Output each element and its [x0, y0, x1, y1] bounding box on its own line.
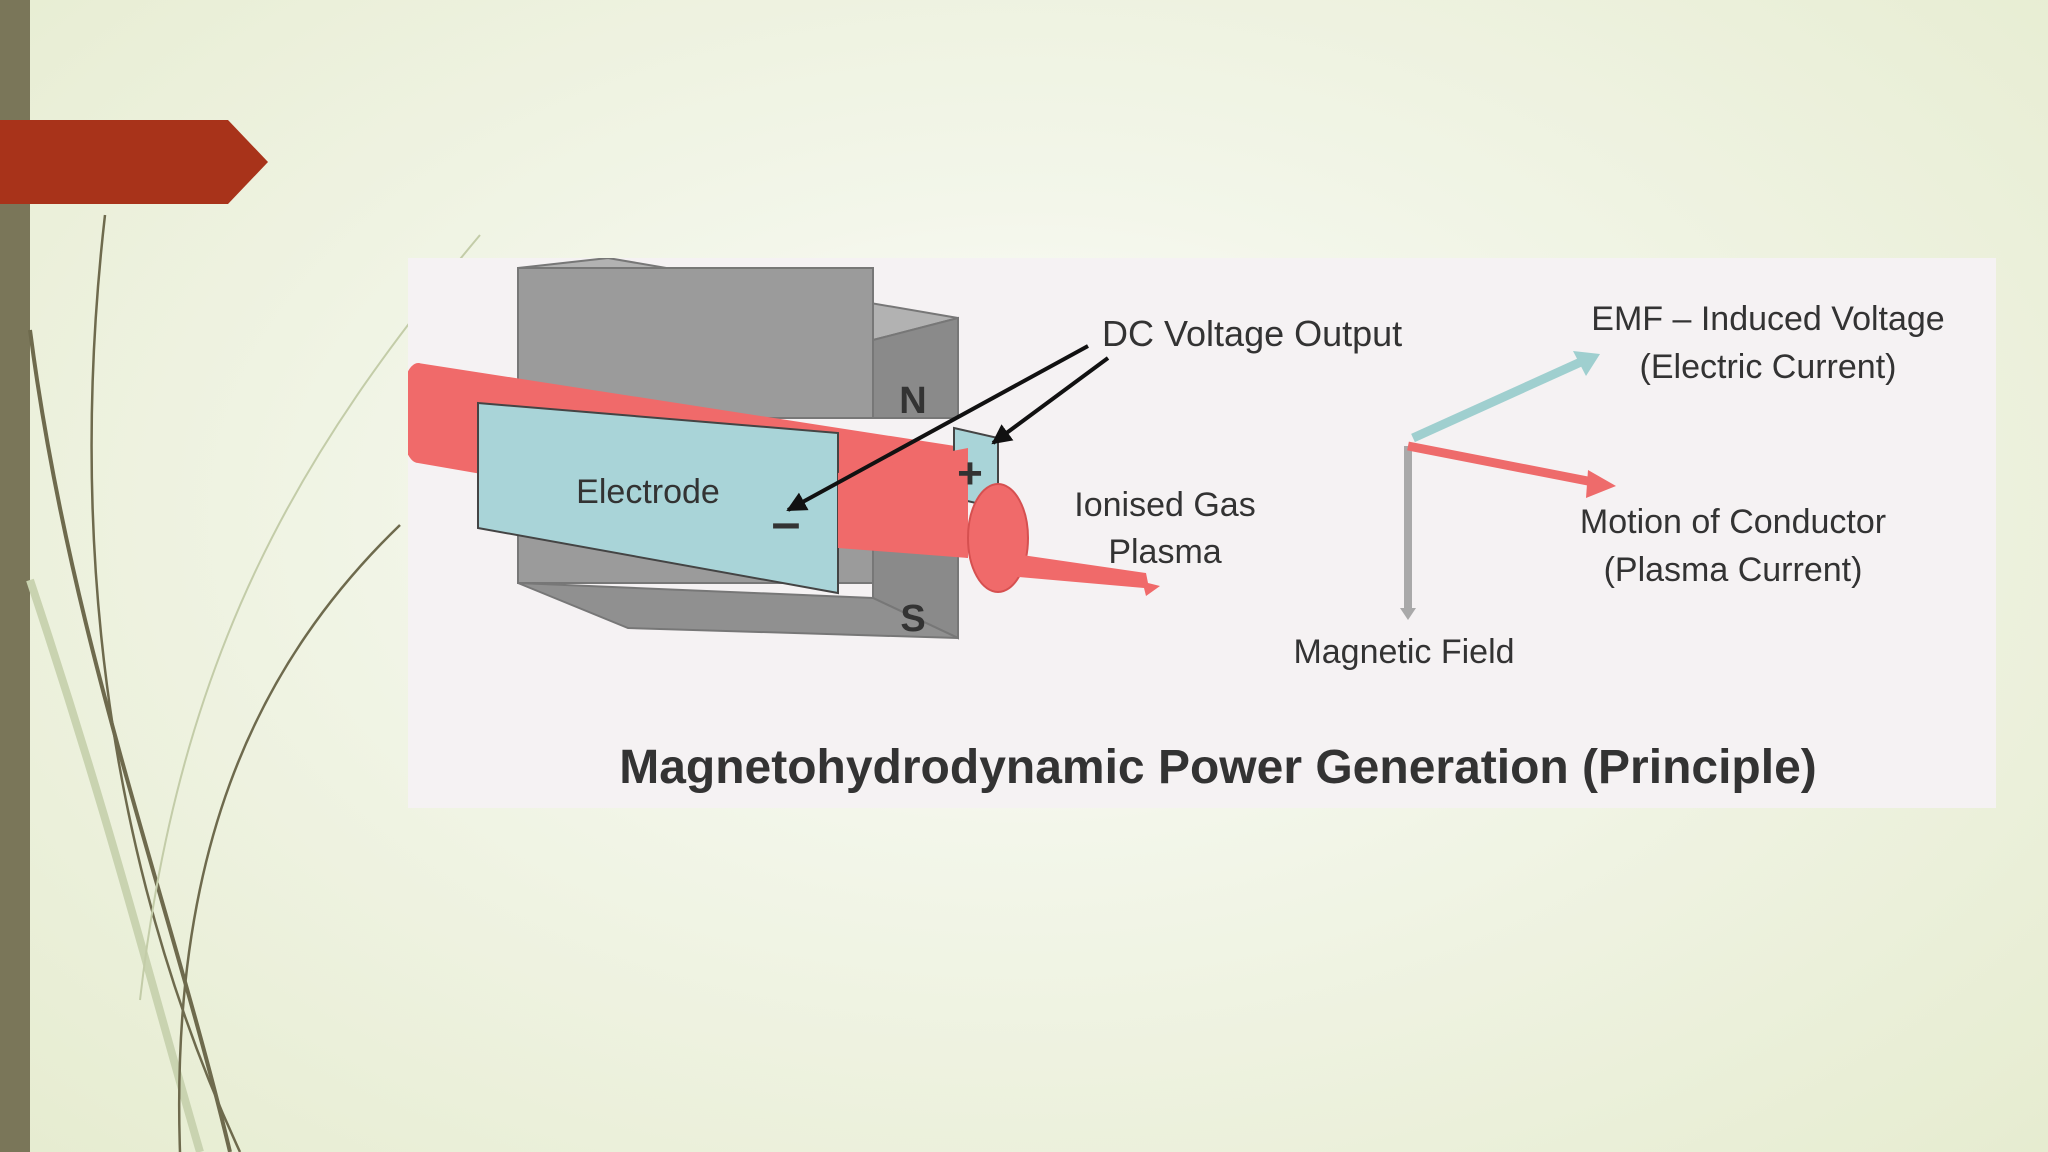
decorative-curves: [26, 214, 481, 1152]
electrode-plate: [477, 401, 839, 595]
dc-pointer-negative: [786, 344, 1089, 512]
positive-terminal-label: +: [957, 449, 983, 498]
motion-vector: [1407, 441, 1599, 488]
plasma-cylinder-front: [838, 448, 968, 558]
mhd-diagram: DC Voltage Output EMF – Induced Voltage …: [408, 258, 1996, 808]
magnet-north-block: [517, 258, 959, 419]
emf-label-line1: EMF – Induced Voltage: [1591, 300, 1944, 338]
ionised-gas-label-line2: Plasma: [1108, 533, 1221, 571]
title-arrow-shape: [0, 120, 268, 204]
north-pole-label: N: [899, 380, 926, 422]
motion-label-line1: Motion of Conductor: [1580, 503, 1886, 541]
emf-label-line2: (Electric Current): [1640, 348, 1897, 386]
motion-label-line2: (Plasma Current): [1604, 551, 1863, 589]
south-pole-label: S: [900, 598, 925, 640]
magnetic-field-label: Magnetic Field: [1293, 633, 1514, 671]
emf-arrowhead: [1573, 351, 1600, 376]
diagram-caption: Magnetohydrodynamic Power Generation (Pr…: [619, 741, 1817, 794]
ionised-gas-label-line1: Ionised Gas: [1074, 486, 1255, 524]
motion-arrowhead: [1586, 470, 1616, 498]
magnetic-field-arrowhead: [1400, 608, 1416, 620]
negative-terminal-label: –: [772, 494, 801, 552]
dc-voltage-output-label: DC Voltage Output: [1102, 313, 1402, 354]
dc-pointer-positive: [991, 356, 1110, 445]
mhd-diagram-drawing: DC Voltage Output EMF – Induced Voltage …: [408, 258, 1945, 794]
emf-vector: [1411, 356, 1585, 443]
plasma-flow-arrow: [1008, 553, 1160, 596]
electrode-label: Electrode: [576, 473, 720, 511]
